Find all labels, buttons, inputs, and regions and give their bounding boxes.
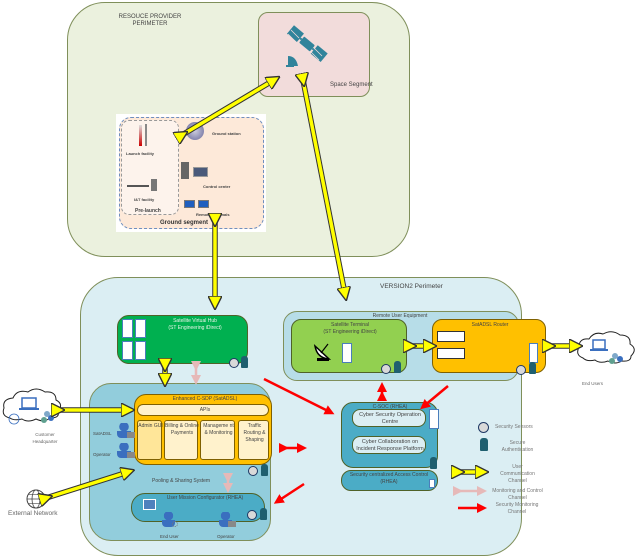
remote-terminal-icon — [198, 200, 209, 208]
module-label: Admin GUI — [138, 423, 163, 429]
end-user-icon — [162, 512, 175, 527]
umc-operator-label: Operator — [217, 534, 235, 539]
module-label: Traffic Routing & Shaping — [243, 423, 266, 443]
module-label: Manageme nt & Monitoring — [203, 423, 234, 436]
legend-secure-authentication: Secure Authentication — [501, 440, 534, 453]
rue-title: Remote User Equipment — [372, 313, 428, 319]
briefcase-icon — [127, 432, 135, 438]
csoc-box-label: Cyber Collaboration on Incident Response… — [356, 439, 424, 452]
briefcase-icon — [228, 521, 236, 527]
arrow-router-to-csoc — [420, 385, 449, 410]
actor-satadsl-label: SatADSL — [93, 431, 112, 436]
router-title: SatADSL Router — [471, 322, 509, 328]
csdp-title: Enhanced C-SDP (SatADSL) — [172, 396, 238, 402]
gear-icon — [172, 521, 178, 527]
customer-hq-cloud-icon — [2, 388, 62, 425]
module-label: Billing & Online Payments — [165, 423, 199, 436]
arrow-csoc-to-umc — [273, 482, 305, 504]
server-icon — [342, 343, 352, 363]
terminal-subtitle: (ST Engineering iDirect) — [323, 329, 377, 335]
secure-authentication-icon — [430, 457, 437, 469]
end-users-label: End Users — [582, 381, 604, 386]
external-network-label: External Network — [8, 510, 58, 517]
satellite-dish-icon — [313, 343, 332, 361]
launch-facility-label: Launch facility — [126, 151, 155, 156]
apis-bar — [137, 404, 269, 416]
actor-operator-label: Operator — [93, 452, 111, 457]
secure-authentication-icon — [529, 362, 536, 374]
module-admin-gui: Admin GUI — [137, 420, 163, 460]
security-sensor-icon — [247, 510, 257, 520]
launch-tower-icon — [139, 125, 142, 146]
server-icon — [151, 179, 157, 191]
secure-authentication-icon — [241, 356, 248, 368]
server-icon — [122, 319, 133, 338]
control-server-icon — [181, 162, 189, 179]
arrow-hub-to-csoc — [263, 377, 335, 415]
control-monitor-icon — [193, 167, 208, 177]
csoc-box-incident-response: Cyber Collaboration on Incident Response… — [352, 436, 426, 454]
security-access-control — [341, 470, 438, 491]
security-sensor-icon — [516, 365, 526, 375]
terminal-title: Satellite Terminal — [331, 322, 369, 328]
secure-authentication-icon — [261, 464, 268, 476]
module-management: Manageme nt & Monitoring — [200, 420, 235, 460]
launch-tower-icon — [145, 124, 147, 146]
end-users-cloud-icon — [577, 331, 635, 364]
csoc-box-label: Cyber Security Operation Centre — [359, 412, 421, 425]
legend-security-channel: Security Monitoring Channel — [495, 502, 539, 515]
hub-title: Satellite Virtual Hub — [173, 318, 217, 324]
security-sensor-icon — [381, 364, 391, 374]
arrow-external-to-pool — [46, 472, 128, 498]
module-billing: Billing & Online Payments — [164, 420, 199, 460]
router-device-icon — [437, 348, 465, 359]
legend-secure-authentication-icon — [480, 438, 488, 451]
version2-title: VERSION2 Perimeter — [380, 283, 443, 290]
arrow-ground-to-space — [182, 80, 274, 135]
satellite-icon — [286, 25, 328, 67]
security-sensor-icon — [229, 358, 239, 368]
csoc-box-operation-centre: Cyber Security Operation Centre — [352, 409, 426, 427]
prelaunch-label: Pre-launch — [135, 208, 161, 214]
server-icon — [135, 341, 146, 360]
apis-label: APIs — [199, 407, 211, 413]
legend-security-sensor-icon — [478, 422, 489, 433]
sac-title: Security centralized Access Control (RHE… — [349, 472, 429, 485]
briefcase-icon — [127, 452, 135, 458]
it-facility-label: I&T facility — [134, 197, 155, 202]
control-center-label: Control center — [203, 184, 231, 189]
secure-authentication-icon — [260, 508, 267, 520]
server-icon — [429, 409, 439, 429]
arrow-space-to-terminal — [303, 80, 345, 294]
prelaunch-area — [121, 120, 179, 215]
ground-segment-label: Ground segment — [160, 220, 209, 226]
legend-monitoring-channel: Monitoring and Control Channel — [492, 488, 543, 501]
it-facility-icon — [127, 185, 149, 187]
satadsl-router — [432, 319, 546, 373]
legend-user-channel: User Communication Channel — [500, 464, 535, 484]
pooling-label: Pooling & Sharing System — [152, 478, 211, 484]
customer-hq-label: Customer Headquarter — [32, 432, 58, 444]
org-chart-icon — [143, 499, 156, 510]
router-device-icon — [437, 331, 465, 342]
secure-authentication-icon — [394, 361, 401, 373]
resource-provider-title: RESOUCE PROVIDER PERIMETER — [118, 14, 182, 27]
legend-security-sensors: Security Sensors — [495, 424, 533, 430]
hub-subtitle: (ST Engineering iDirect) — [168, 325, 222, 331]
document-icon — [429, 479, 435, 488]
csoc-title: C-SOC (RHEA) — [372, 404, 408, 410]
security-sensor-icon — [248, 466, 258, 476]
umc-title: User Mission Configurator (RHEA) — [166, 495, 244, 501]
server-icon — [122, 341, 133, 360]
remote-terminal-icon — [184, 200, 195, 208]
server-icon — [135, 319, 146, 338]
module-traffic: Traffic Routing & Shaping — [238, 420, 269, 460]
umc-end-user-label: End User — [160, 534, 179, 539]
